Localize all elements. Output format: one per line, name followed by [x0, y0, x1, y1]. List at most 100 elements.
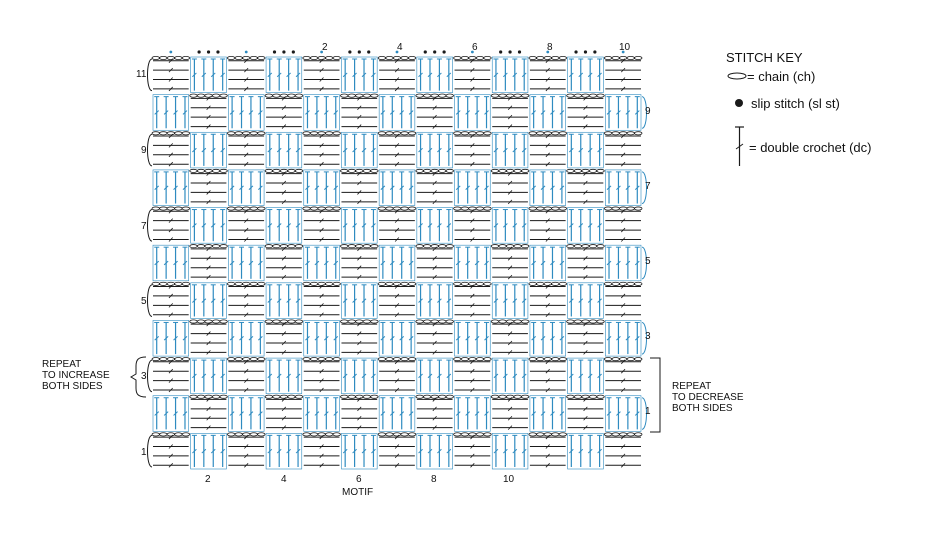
- row-stitch-tick: [281, 256, 287, 261]
- dc-cell-outline: [454, 395, 491, 432]
- row-stitch-tick: [394, 463, 400, 468]
- row-stitch-tick: [470, 237, 475, 242]
- dc-cell-outline: [567, 433, 604, 470]
- chain-stitch: [551, 206, 560, 211]
- chain-stitch: [603, 357, 613, 362]
- chain-stitch: [264, 394, 274, 399]
- slip-stitch-dot: [320, 50, 324, 54]
- bottom-number-2: 2: [205, 474, 211, 485]
- row-number-1-right: 1: [645, 406, 651, 417]
- dc-stitch-tick: [323, 260, 329, 266]
- chain-stitch: [151, 206, 160, 211]
- chain-stitch: [302, 206, 311, 211]
- dc-stitch-tick: [314, 260, 320, 266]
- dc-stitch-tick: [305, 411, 310, 416]
- chain-stitch: [264, 244, 274, 249]
- dc-stitch-tick: [352, 373, 357, 379]
- dc-stitch-tick: [389, 411, 395, 416]
- chain-stitch: [332, 357, 341, 362]
- dc-stitch-tick: [568, 373, 574, 379]
- row-stitch-tick: [620, 218, 626, 223]
- chain-stitch: [294, 93, 304, 98]
- chain-stitch: [634, 56, 643, 61]
- row-stitch-tick: [281, 265, 287, 270]
- slip-stitch-dot: [357, 50, 361, 54]
- dc-stitch-tick: [201, 147, 207, 153]
- row-stitch-tick: [244, 444, 249, 449]
- dc-stitch-tick: [559, 185, 565, 190]
- dc-cell-outline: [190, 433, 227, 470]
- chain-stitch: [551, 357, 560, 362]
- chain-stitch: [189, 394, 198, 399]
- dc-stitch-tick: [568, 72, 574, 78]
- chain-stitch: [294, 319, 304, 324]
- chain-stitch: [626, 206, 635, 211]
- row-stitch-tick: [507, 340, 513, 346]
- dc-stitch-tick: [559, 411, 565, 416]
- row-stitch-tick: [620, 378, 626, 383]
- chain-stitch: [566, 244, 575, 249]
- row-stitch-tick: [281, 180, 287, 186]
- dc-stitch-tick: [587, 298, 593, 303]
- row-stitch-tick: [281, 350, 287, 355]
- row-stitch-tick: [470, 378, 475, 383]
- chain-stitch: [309, 357, 319, 362]
- dc-stitch-tick: [455, 110, 461, 115]
- dc-stitch-tick: [389, 110, 395, 115]
- row-stitch-tick: [620, 387, 626, 393]
- dc-stitch-tick: [342, 373, 348, 379]
- chain-stitch: [196, 394, 206, 399]
- row-stitch-tick: [432, 350, 437, 355]
- turning-chain-right: [641, 397, 647, 430]
- chain-stitch: [324, 357, 334, 362]
- chain-stitch: [370, 93, 379, 98]
- chain-stitch: [558, 281, 568, 286]
- chain-stitch: [249, 357, 258, 362]
- dc-cell-outline: [605, 94, 642, 131]
- row-stitch-tick: [470, 453, 475, 459]
- turning-chain-left: [147, 209, 153, 242]
- chain-stitch: [249, 131, 258, 136]
- dc-cell-outline: [228, 395, 265, 432]
- chain-stitch: [490, 244, 500, 249]
- row-stitch-tick: [206, 274, 211, 280]
- row-stitch-tick: [206, 256, 211, 261]
- dc-stitch-tick: [201, 223, 207, 228]
- chain-stitch: [536, 56, 545, 61]
- row-stitch-tick: [432, 256, 437, 261]
- dc-stitch-tick: [455, 185, 461, 190]
- dc-stitch-tick: [371, 298, 376, 303]
- dc-stitch-tick: [192, 373, 197, 379]
- chain-stitch: [430, 394, 439, 399]
- dc-stitch-tick: [597, 72, 602, 78]
- dc-stitch-tick: [493, 373, 499, 379]
- dc-stitch-tick: [333, 185, 339, 190]
- top-number-2: 2: [322, 42, 328, 53]
- row-stitch-tick: [281, 340, 287, 346]
- chain-stitch: [566, 93, 575, 98]
- row-stitch-tick: [394, 444, 400, 449]
- chain-stitch: [377, 281, 387, 286]
- dc-stitch-tick: [427, 147, 433, 153]
- chain-stitch: [257, 357, 266, 362]
- dc-cell-outline: [567, 56, 604, 93]
- chain-stitch: [166, 281, 176, 286]
- dc-stitch-tick: [446, 373, 452, 379]
- row-stitch-tick: [432, 105, 437, 111]
- chain-stitch: [611, 206, 620, 211]
- dc-stitch-tick: [154, 336, 160, 341]
- chain-stitch: [294, 244, 304, 249]
- dc-cell-outline: [416, 131, 453, 169]
- dc-stitch-tick: [512, 298, 518, 303]
- dc-stitch-tick: [286, 298, 291, 303]
- chain-stitch: [536, 281, 545, 286]
- chain-stitch: [430, 93, 439, 98]
- chain-stitch: [234, 56, 243, 61]
- dc-stitch-tick: [399, 185, 405, 190]
- row-stitch-tick: [620, 152, 626, 158]
- row-stitch-tick: [583, 331, 588, 336]
- chain-stitch: [453, 432, 462, 437]
- stitch-key-title: STITCH KEY: [726, 50, 803, 65]
- chain-stitch: [294, 168, 304, 173]
